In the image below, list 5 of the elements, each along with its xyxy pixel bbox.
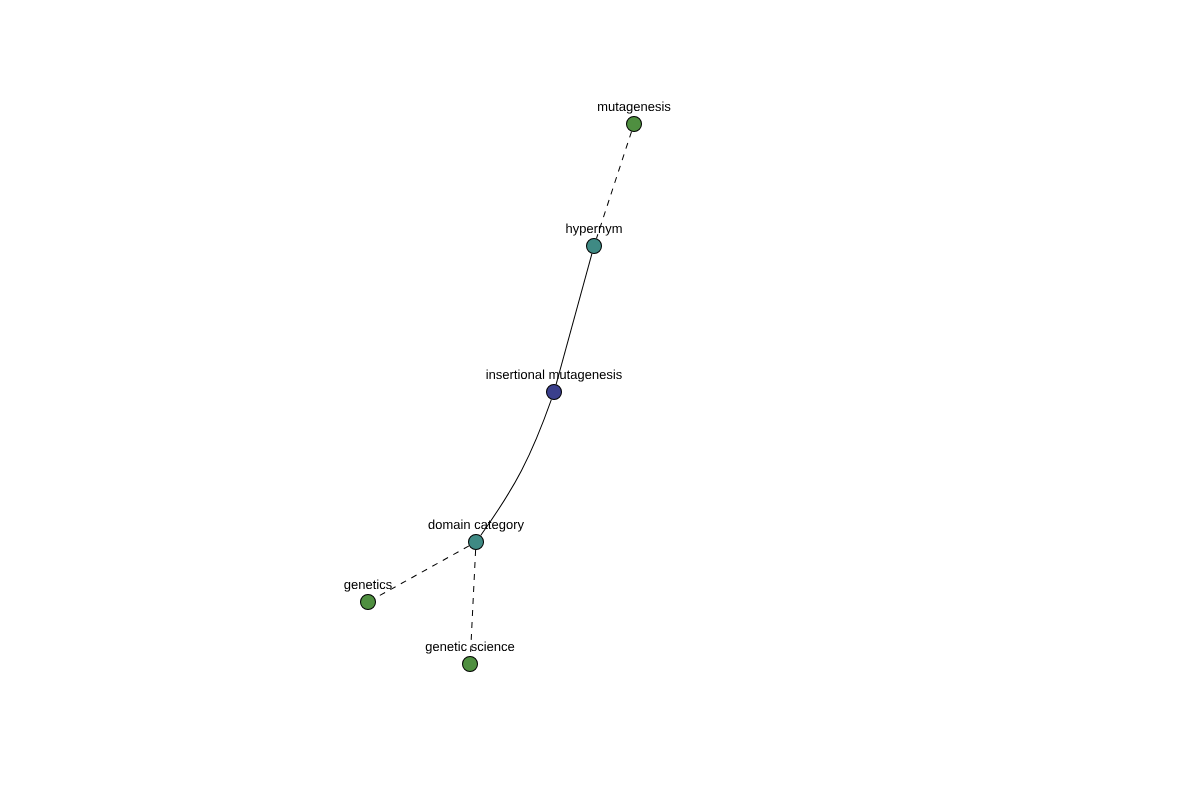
connector-line	[596, 131, 632, 239]
connector-line	[374, 545, 470, 599]
connector-line	[480, 399, 552, 536]
connector-line	[469, 549, 477, 657]
connector-line	[555, 253, 593, 385]
